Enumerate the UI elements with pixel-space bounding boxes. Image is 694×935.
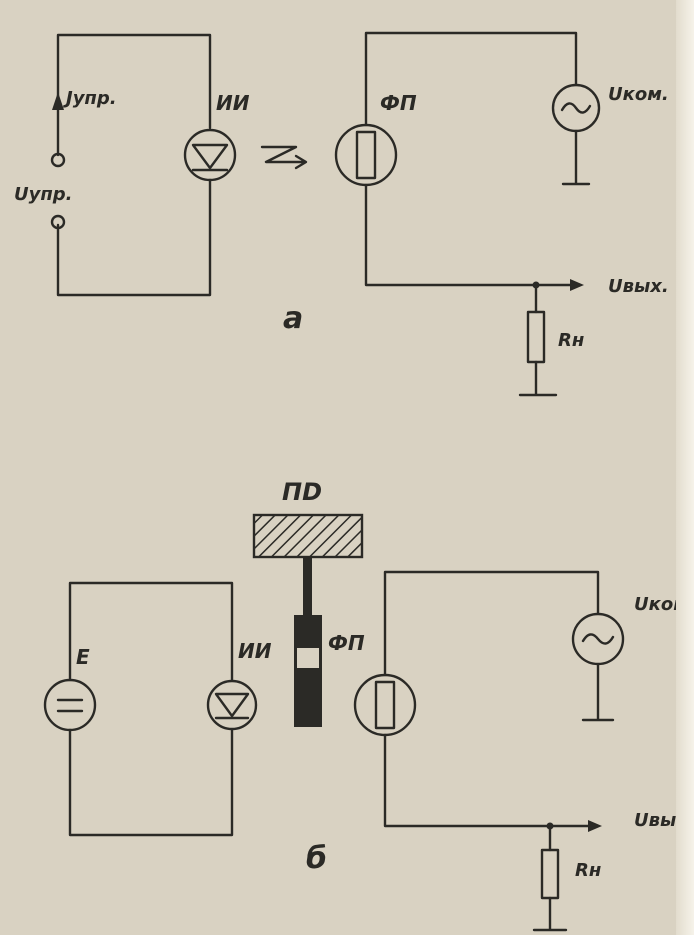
b-source-label: E	[76, 645, 90, 669]
a-emitter-label: ИИ	[216, 91, 250, 115]
b-caption: б	[306, 841, 327, 876]
a-caption: a	[283, 301, 303, 336]
a-photodetector	[334, 123, 398, 187]
a-load-resistor	[518, 281, 558, 397]
b-dc-source	[43, 678, 97, 732]
b-modulator-head	[252, 513, 364, 559]
diagram-b: ПD E ИИ ФП Uком Uвы Rн б	[43, 478, 688, 932]
a-switched-voltage-label: Uком.	[608, 84, 669, 105]
a-control-voltage-label: Uупр.	[14, 184, 73, 205]
a-load-resistor-label: Rн	[558, 330, 584, 351]
a-terminal-top	[50, 152, 66, 168]
a-output-voltage-label: Uвых.	[608, 276, 669, 297]
b-photodetector-label: ФП	[328, 631, 365, 655]
b-modulator-label: ПD	[282, 478, 322, 506]
a-ac-source	[551, 83, 601, 133]
b-output-arrow-head	[588, 820, 602, 832]
b-photodetector	[353, 673, 417, 737]
a-current-arrow	[52, 92, 64, 110]
b-emitter-diode	[206, 679, 258, 731]
a-control-current-label: Jупр.	[63, 88, 117, 109]
a-light-arrow	[260, 145, 308, 170]
b-load-resistor	[532, 822, 568, 932]
diagram-a: Jупр. Uупр. ИИ ФП Uком. Uвых. Rн a	[14, 31, 669, 397]
b-output-voltage-label: Uвы	[634, 810, 676, 831]
b-shutter-blade	[294, 615, 322, 727]
b-switched-voltage-label: Uком	[634, 594, 688, 615]
b-emitter-label: ИИ	[238, 639, 272, 663]
a-photodetector-label: ФП	[380, 91, 417, 115]
b-load-resistor-label: Rн	[575, 860, 601, 881]
b-source-wire	[68, 581, 234, 837]
a-emitter-diode	[183, 128, 237, 182]
b-shutter-rod	[303, 557, 312, 615]
a-terminal-bottom	[50, 214, 66, 230]
b-ac-source	[571, 612, 625, 666]
b-main-wire	[383, 570, 615, 828]
a-main-wire	[364, 31, 591, 287]
a-output-arrow-head	[570, 279, 584, 291]
